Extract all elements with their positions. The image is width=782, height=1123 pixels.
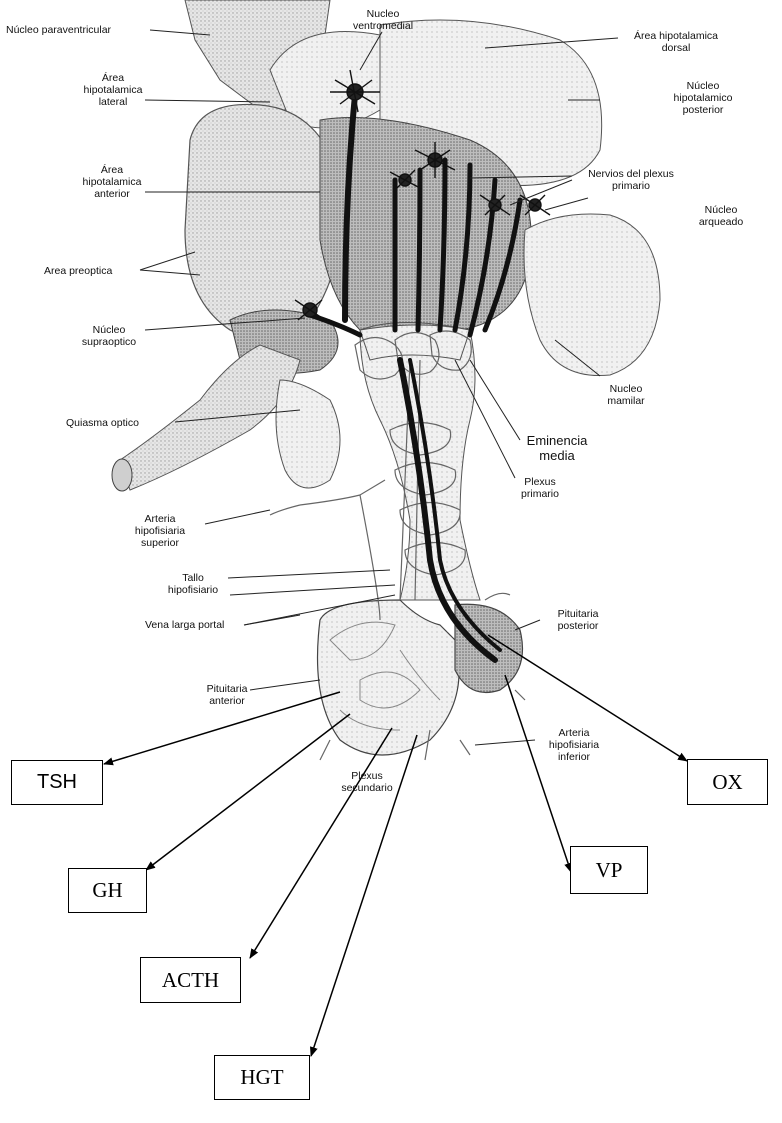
label-plexus-secundario: Plexus secundario bbox=[341, 770, 392, 794]
arrow-acth bbox=[250, 728, 392, 958]
hormone-label-ox: OX bbox=[712, 770, 742, 795]
label-line: Núcleo bbox=[674, 80, 733, 92]
hormone-box-ox: OX bbox=[687, 759, 768, 805]
label-area-hipotalamica-anterior: Área hipotalamica anterior bbox=[83, 164, 142, 200]
label-pituitaria-anterior: Pituitaria anterior bbox=[207, 683, 248, 707]
label-line: posterior bbox=[558, 620, 599, 632]
label-line: mamilar bbox=[607, 395, 644, 407]
hormone-box-tsh: TSH bbox=[11, 760, 103, 805]
label-area-preoptica: Area preoptica bbox=[44, 265, 112, 277]
hormone-label-gh: GH bbox=[92, 878, 122, 903]
label-arteria-hipofisiaria-superior: Arteria hipofisiaria superior bbox=[135, 513, 185, 549]
label-line: arqueado bbox=[699, 216, 743, 228]
label-line: Plexus bbox=[341, 770, 392, 782]
label-line: dorsal bbox=[634, 42, 718, 54]
label-nucleo-mamilar: Nucleo mamilar bbox=[607, 383, 644, 407]
label-line: hipofisiaria bbox=[135, 525, 185, 537]
pituitary-gland bbox=[318, 600, 523, 755]
label-line: Nucleo bbox=[607, 383, 644, 395]
label-line: Núcleo bbox=[699, 204, 743, 216]
label-line: Núcleo bbox=[82, 324, 136, 336]
label-line: inferior bbox=[549, 751, 599, 763]
label-line: primario bbox=[588, 180, 674, 192]
label-nucleo-supraoptico: Núcleo supraoptico bbox=[82, 324, 136, 348]
label-tallo-hipofisiario: Tallo hipofisiario bbox=[168, 572, 218, 596]
label-line: superior bbox=[135, 537, 185, 549]
label-line: Plexus bbox=[521, 476, 559, 488]
label-line: hipotalamica bbox=[84, 84, 143, 96]
hormone-box-vp: VP bbox=[570, 846, 648, 894]
hormone-label-tsh: TSH bbox=[37, 771, 77, 794]
label-nucleo-paraventricular: Núcleo paraventricular bbox=[6, 24, 111, 36]
label-arteria-hipofisiaria-inferior: Arteria hipofisiaria inferior bbox=[549, 727, 599, 763]
label-line: Arteria bbox=[549, 727, 599, 739]
label-line: media bbox=[527, 448, 588, 463]
label-line: Área bbox=[83, 164, 142, 176]
label-line: supraoptico bbox=[82, 336, 136, 348]
label-line: hipofisiaria bbox=[549, 739, 599, 751]
label-line: primario bbox=[521, 488, 559, 500]
label-line: Arteria bbox=[135, 513, 185, 525]
label-nucleo-hipotalamico-posterior: Núcleo hipotalamico posterior bbox=[674, 80, 733, 116]
label-line: Nucleo bbox=[353, 8, 413, 20]
label-line: hipotalamica bbox=[83, 176, 142, 188]
arrow-vp bbox=[505, 675, 571, 872]
label-vena-larga-portal: Vena larga portal bbox=[145, 619, 224, 631]
label-nervios-plexus-primario: Nervios del plexus primario bbox=[588, 168, 674, 192]
hormone-box-acth: ACTH bbox=[140, 957, 241, 1003]
label-line: secundario bbox=[341, 782, 392, 794]
label-quiasma-optico: Quiasma optico bbox=[66, 417, 139, 429]
label-line: ventromedial bbox=[353, 20, 413, 32]
label-line: Área hipotalamica bbox=[634, 30, 718, 42]
label-line: hipotalamico bbox=[674, 92, 733, 104]
label-plexus-primario: Plexus primario bbox=[521, 476, 559, 500]
label-line: anterior bbox=[207, 695, 248, 707]
label-line: Nervios del plexus bbox=[588, 168, 674, 180]
label-line: Eminencia bbox=[527, 433, 588, 448]
label-line: lateral bbox=[84, 96, 143, 108]
label-line: Tallo bbox=[168, 572, 218, 584]
label-pituitaria-posterior: Pituitaria posterior bbox=[558, 608, 599, 632]
hormone-label-acth: ACTH bbox=[162, 968, 219, 993]
hormone-label-vp: VP bbox=[596, 858, 623, 883]
label-line: Pituitaria bbox=[558, 608, 599, 620]
hormone-label-hgt: HGT bbox=[240, 1065, 283, 1090]
label-eminencia-media: Eminencia media bbox=[527, 433, 588, 463]
label-line: Pituitaria bbox=[207, 683, 248, 695]
hormone-box-hgt: HGT bbox=[214, 1055, 310, 1100]
label-line: Área bbox=[84, 72, 143, 84]
label-nucleo-ventromedial: Nucleo ventromedial bbox=[353, 8, 413, 32]
label-line: hipofisiario bbox=[168, 584, 218, 596]
hormone-box-gh: GH bbox=[68, 868, 147, 913]
label-line: anterior bbox=[83, 188, 142, 200]
label-nucleo-arqueado: Núcleo arqueado bbox=[699, 204, 743, 228]
label-line: posterior bbox=[674, 104, 733, 116]
label-area-hipotalamica-dorsal: Área hipotalamica dorsal bbox=[634, 30, 718, 54]
label-area-hipotalamica-lateral: Área hipotalamica lateral bbox=[84, 72, 143, 108]
